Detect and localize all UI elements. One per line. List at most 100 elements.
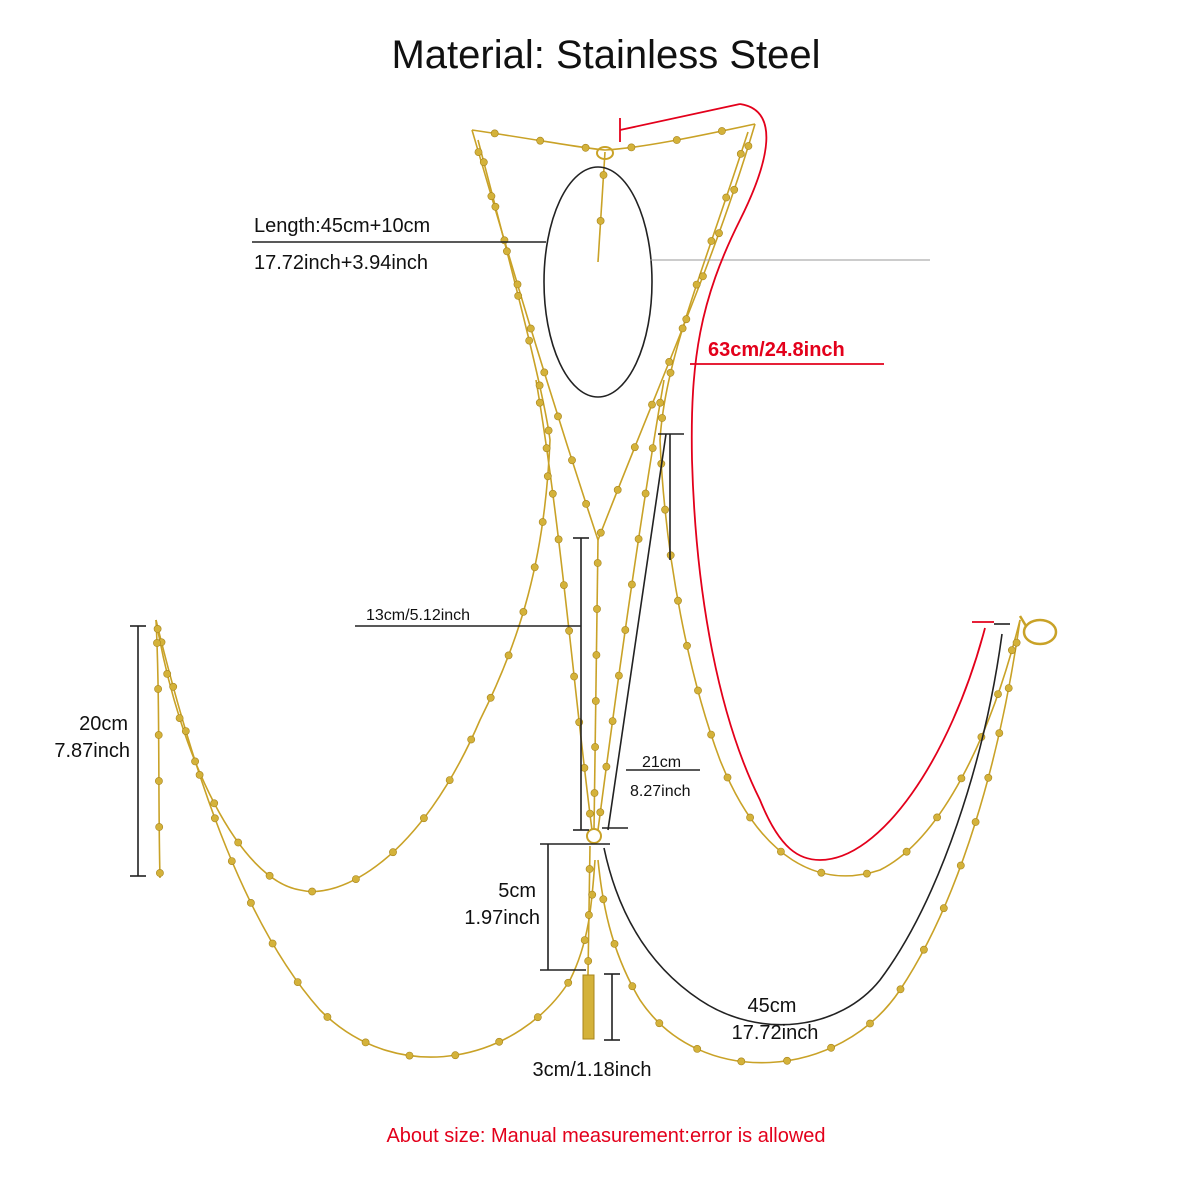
bead-icon	[683, 641, 691, 650]
inner-loop-inch-label: 8.27inch	[630, 783, 691, 800]
left-inner-strap	[535, 379, 593, 831]
bead-icon	[544, 426, 553, 435]
bead-icon	[581, 143, 590, 152]
bead-icon	[658, 414, 666, 422]
outer-loop-cm-label: 45cm	[748, 995, 797, 1017]
bead-icon	[565, 626, 573, 635]
bead-icon	[538, 518, 547, 526]
bead-icon	[153, 639, 161, 647]
bead-icon	[656, 398, 665, 407]
bead-icon	[490, 129, 499, 138]
total-length-label: 63cm/24.8inch	[708, 339, 845, 361]
bead-icon	[153, 625, 162, 633]
bead-icon	[585, 865, 594, 873]
bead-icon	[956, 861, 965, 870]
bead-icon	[994, 690, 1002, 698]
bead-icon	[588, 890, 597, 899]
total-length-line	[619, 103, 994, 861]
bead-icon	[195, 771, 204, 779]
bead-icon	[361, 1038, 370, 1047]
bead-icon	[593, 559, 602, 567]
lobster-clasp-icon	[1018, 615, 1058, 646]
center-drop-label: 13cm/5.12inch	[366, 607, 470, 624]
bead-icon	[451, 1051, 460, 1060]
bead-icon	[568, 456, 576, 465]
bead-icon	[210, 799, 219, 808]
bead-icon	[902, 847, 911, 856]
bead-icon	[682, 315, 691, 324]
bead-icon	[175, 714, 184, 722]
bead-icon	[971, 818, 980, 826]
bead-icon	[722, 193, 731, 202]
bead-icon	[599, 171, 608, 179]
bead-icon	[181, 727, 190, 735]
bead-icon	[580, 764, 589, 772]
bead-icon	[723, 773, 732, 782]
bead-icon	[591, 743, 599, 751]
bead-icon	[268, 939, 277, 948]
bead-icon	[628, 982, 637, 991]
bead-icon	[692, 280, 701, 289]
bead-icon	[590, 789, 599, 797]
pendant-drop-cm-label: 5cm	[498, 880, 536, 902]
bead-icon	[191, 757, 199, 766]
bead-icon	[525, 336, 534, 345]
center-ring-icon	[586, 828, 602, 844]
bead-icon	[1008, 646, 1016, 655]
bead-icon	[227, 857, 236, 865]
bead-icon	[661, 505, 669, 514]
bead-icon	[554, 412, 562, 421]
bead-icon	[530, 563, 539, 572]
neck-clasp-icon	[596, 146, 614, 160]
bead-icon	[627, 143, 636, 152]
bead-icon	[445, 776, 454, 784]
bead-icon	[1004, 684, 1013, 692]
bead-icon	[610, 940, 619, 948]
right-inner-strap	[597, 379, 665, 831]
necklace-length-ellipse	[543, 166, 653, 398]
bead-icon	[730, 185, 739, 194]
bead-icon	[486, 693, 495, 702]
left-lower-loop	[155, 619, 596, 1058]
bead-icon	[995, 729, 1004, 737]
bead-icon	[707, 730, 715, 739]
bead-icon	[608, 717, 617, 725]
side-extender-inch-label: 7.87inch	[54, 740, 130, 762]
bead-icon	[957, 774, 966, 783]
bead-icon	[154, 777, 163, 785]
bead-icon	[584, 957, 593, 965]
bead-icon	[246, 899, 255, 907]
bead-icon	[737, 1057, 746, 1066]
bead-icon	[500, 236, 509, 245]
bead-icon	[582, 499, 590, 508]
bead-icon	[419, 814, 428, 823]
outer-loop-inch-label: 17.72inch	[732, 1022, 819, 1044]
bead-icon	[491, 202, 500, 211]
bead-icon	[495, 1037, 504, 1046]
bead-icon	[502, 247, 511, 256]
inner-loop-cm-label: 21cm	[642, 754, 681, 771]
bead-icon	[736, 149, 745, 158]
side-extender-cm-label: 20cm	[79, 713, 128, 735]
bead-icon	[665, 357, 674, 366]
left-extender	[155, 619, 161, 879]
bead-icon	[621, 626, 630, 634]
bead-icon	[586, 809, 594, 818]
bead-icon	[351, 875, 360, 883]
bead-icon	[154, 731, 163, 739]
bead-icon	[514, 291, 523, 300]
bead-icon	[678, 324, 687, 333]
left-front-strap	[471, 129, 599, 541]
bead-icon	[592, 651, 601, 659]
bead-icon	[405, 1051, 414, 1060]
center-drop-chain	[593, 539, 599, 831]
bead-icon	[533, 1013, 542, 1022]
bead-icon	[648, 400, 656, 409]
bead-icon	[155, 869, 164, 877]
bead-icon	[535, 381, 544, 390]
bead-icon	[543, 472, 552, 481]
bead-icon	[479, 158, 488, 167]
bead-icon	[487, 192, 496, 201]
bead-icon	[308, 887, 316, 896]
bead-icon	[210, 814, 219, 823]
